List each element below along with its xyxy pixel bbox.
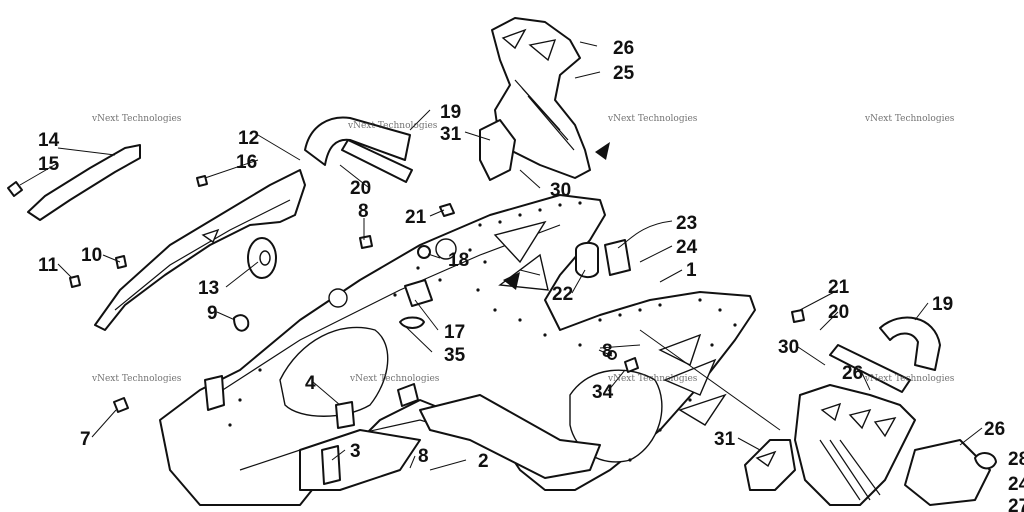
watermark-7: vNext Technologies <box>607 374 698 384</box>
tube-19-top <box>304 116 411 166</box>
callout-2: 2 <box>478 451 489 472</box>
watermark-4: vNext Technologies <box>864 114 955 124</box>
rod-20-top <box>341 139 413 183</box>
callouts: 1 2 3 4 7 8 8 8 9 10 11 12 13 14 15 16 1… <box>38 38 1024 512</box>
callout-15: 15 <box>38 154 60 175</box>
callout-18: 18 <box>448 250 469 271</box>
callout-35: 35 <box>444 345 466 366</box>
frame-holes <box>228 201 737 462</box>
arrow-upper <box>595 142 610 160</box>
callout-26-c: 26 <box>984 419 1005 440</box>
callout-19-b: 19 <box>932 294 953 315</box>
callout-21-a: 21 <box>405 207 427 228</box>
callout-30-a: 30 <box>550 180 571 201</box>
callout-31-a: 31 <box>440 124 462 145</box>
callout-21-b: 21 <box>828 277 850 298</box>
callout-28: 28 <box>1008 449 1024 470</box>
callout-14: 14 <box>38 130 60 151</box>
callout-20-a: 20 <box>350 178 371 199</box>
callout-8-b: 8 <box>602 341 613 362</box>
callout-16: 16 <box>236 152 257 173</box>
callout-9: 9 <box>207 303 218 324</box>
watermark-3: vNext Technologies <box>607 114 698 124</box>
callout-20-b: 20 <box>828 302 849 323</box>
callout-27: 27 <box>1008 496 1024 512</box>
watermark-5: vNext Technologies <box>91 374 182 384</box>
hardware <box>7 175 997 485</box>
callout-22: 22 <box>552 284 573 305</box>
callout-26-b: 26 <box>842 363 863 384</box>
watermark-6: vNext Technologies <box>349 374 440 384</box>
callout-30-b: 30 <box>778 337 799 358</box>
callout-12: 12 <box>238 128 259 149</box>
watermark-8: vNext Technologies <box>864 374 955 384</box>
callout-1: 1 <box>686 260 697 281</box>
callout-3: 3 <box>350 441 361 462</box>
callout-26-a: 26 <box>613 38 634 59</box>
watermark-2: vNext Technologies <box>347 121 438 131</box>
arrow-frame <box>503 272 520 290</box>
right-assembly <box>744 316 991 506</box>
callout-8-a: 8 <box>358 201 369 222</box>
callout-24-b: 24 <box>1008 474 1024 495</box>
watermarks: vNext Technologies vNext Technologies vN… <box>91 114 955 384</box>
callout-13: 13 <box>198 278 219 299</box>
callout-25: 25 <box>613 63 635 84</box>
upper-tower <box>479 17 591 181</box>
callout-23: 23 <box>676 213 697 234</box>
callout-34: 34 <box>592 382 614 403</box>
callout-19-a: 19 <box>440 102 461 123</box>
callout-10: 10 <box>81 245 102 266</box>
callout-8-c: 8 <box>418 446 429 467</box>
watermark-1: vNext Technologies <box>91 114 182 124</box>
leader-lines <box>19 41 983 471</box>
front-rail <box>94 169 306 331</box>
bushing-13 <box>247 237 277 279</box>
callout-4: 4 <box>305 373 316 394</box>
callout-24-a: 24 <box>676 237 698 258</box>
callout-7: 7 <box>80 429 91 450</box>
main-frame <box>159 194 756 506</box>
bracket-14 <box>27 144 141 221</box>
callout-11: 11 <box>38 255 59 276</box>
callout-31-b: 31 <box>714 429 736 450</box>
callout-17: 17 <box>444 322 465 343</box>
